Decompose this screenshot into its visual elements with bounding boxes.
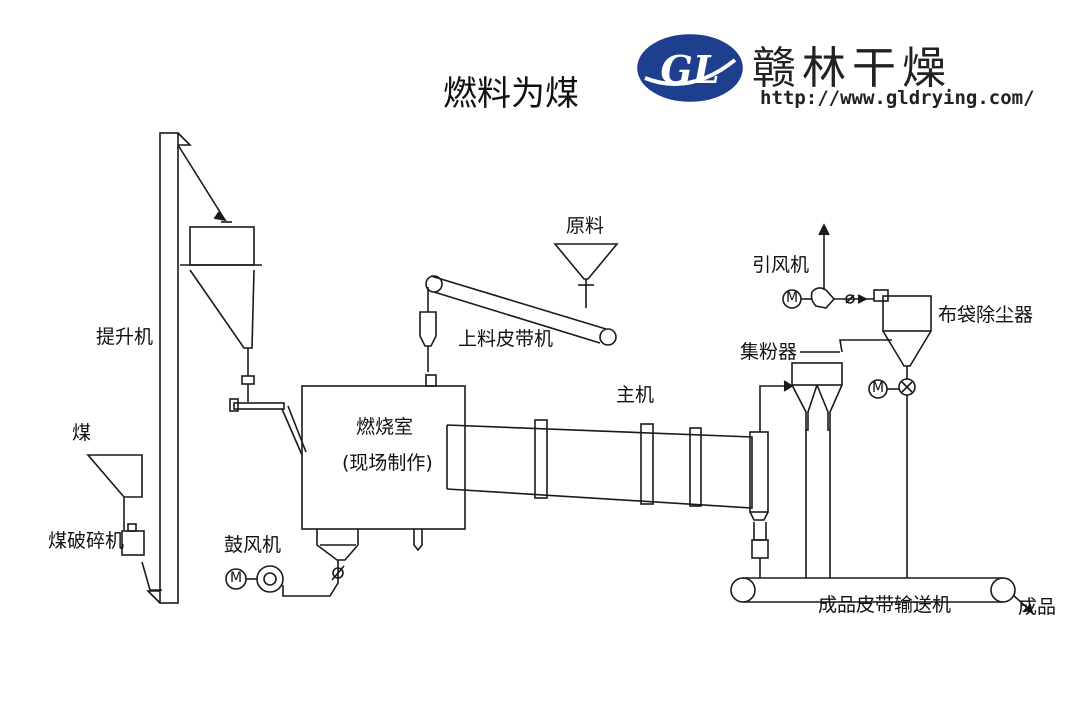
coal-crusher: [121, 523, 162, 591]
bag-filter-motor-symbol: M: [872, 380, 885, 396]
rotary-drum: [446, 419, 769, 513]
label-combustion-chamber: 燃烧室: [356, 416, 414, 438]
combustion-chamber: [301, 374, 466, 561]
label-product: 成品: [1018, 596, 1057, 618]
raw-material-hopper: [553, 243, 619, 308]
blower-motor-symbol: M: [230, 570, 243, 586]
label-elevator: 提升机: [96, 326, 154, 348]
induced-draft-fan: [782, 223, 874, 309]
page-title: 燃料为煤: [443, 74, 579, 114]
label-combustion-note: (现场制作): [342, 452, 433, 474]
label-induced-fan: 引风机: [752, 254, 810, 276]
label-coal-crusher: 煤破碎机: [48, 530, 125, 552]
coal-hopper: [86, 454, 143, 530]
blower-fan: [225, 560, 345, 597]
feed-belt-conveyor: [419, 275, 617, 372]
bag-filter: [868, 289, 932, 578]
discharge-hood: [749, 380, 794, 578]
label-product-conveyor: 成品皮带输送机: [818, 594, 952, 616]
logo-letters: GL: [660, 47, 720, 92]
brand-name: 赣林干燥: [752, 43, 952, 94]
product-belt-conveyor: [730, 577, 1034, 614]
powder-collector: [791, 339, 892, 578]
label-bag-filter: 布袋除尘器: [938, 304, 1034, 326]
label-blower: 鼓风机: [224, 534, 282, 556]
label-main-machine: 主机: [616, 384, 655, 406]
label-raw-material: 原料: [566, 215, 605, 237]
company-logo: [637, 34, 743, 102]
brand-url: http://www.gldrying.com/: [760, 87, 1035, 109]
coal-storage-hopper: [180, 221, 307, 456]
fan-motor-symbol: M: [786, 290, 799, 306]
label-feed-belt: 上料皮带机: [458, 328, 554, 350]
label-coal: 煤: [72, 422, 92, 444]
bucket-elevator: [146, 132, 228, 604]
label-powder-collector: 集粉器: [740, 341, 798, 363]
